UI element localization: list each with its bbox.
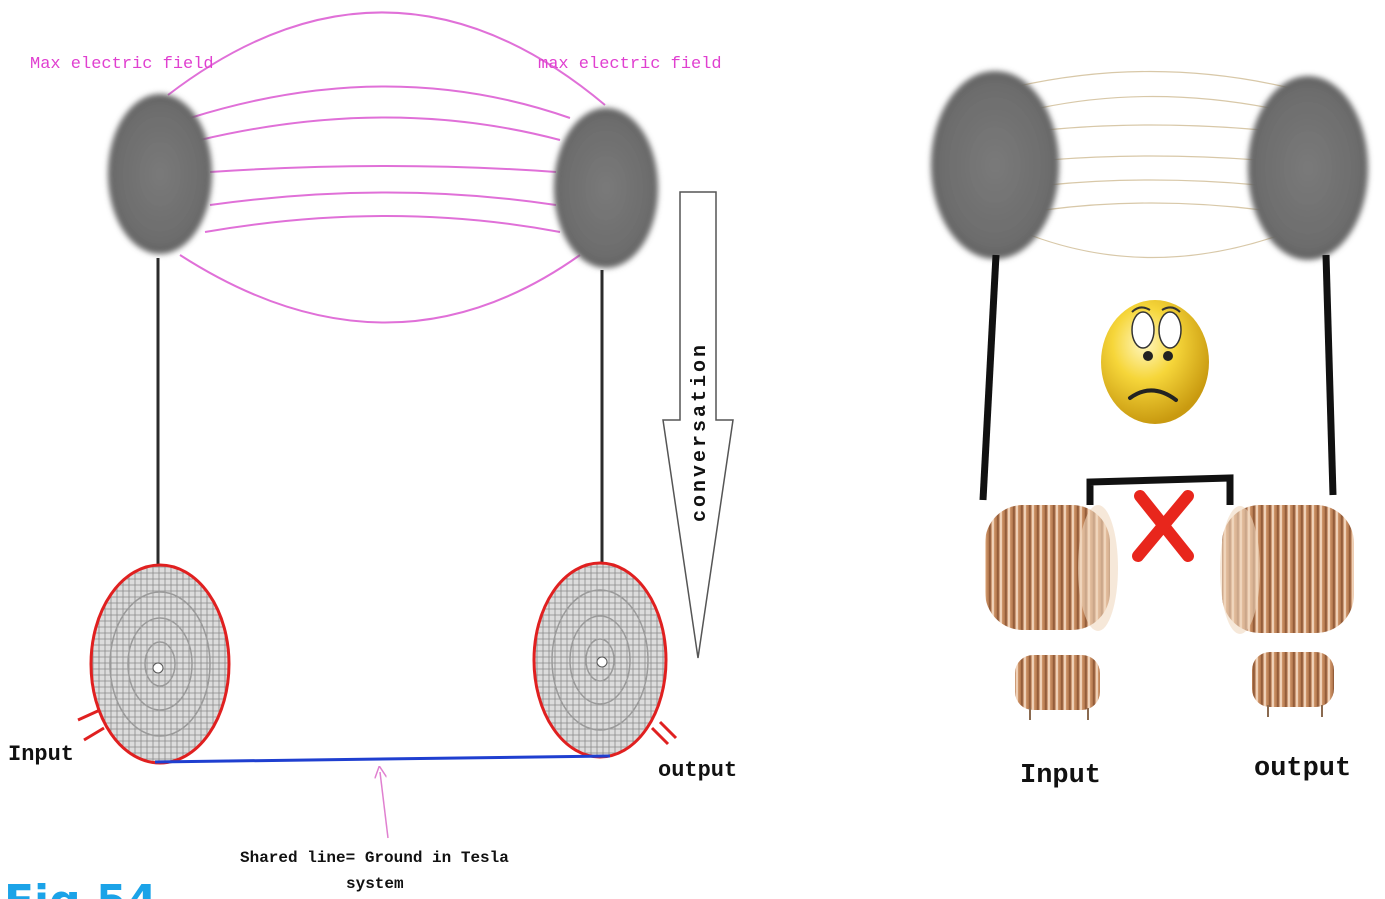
bridge-bar [1086, 474, 1234, 505]
right-left-wire [979, 254, 1000, 501]
left-diagram: Max electric field max electric field co… [4, 11, 737, 899]
shared-line-pointer [380, 772, 389, 839]
shared-ground-line [154, 754, 611, 764]
output-copper-coil [1220, 505, 1354, 634]
faint-field-lines [1009, 70, 1291, 259]
left-output-label: output [658, 758, 737, 783]
electric-field-lines [167, 11, 606, 324]
field-line [209, 165, 557, 173]
input-small-coil [1015, 655, 1100, 720]
left-input-label: Input [8, 742, 74, 767]
field-line [167, 11, 606, 106]
right-right-wire [1322, 254, 1337, 496]
input-copper-coil [985, 505, 1118, 631]
right-right-sphere [1248, 76, 1368, 260]
red-x-icon [1132, 490, 1194, 562]
sad-smiley-icon [1101, 300, 1209, 424]
output-small-coil [1252, 652, 1334, 717]
input-terminal [77, 708, 105, 742]
field-line [179, 254, 581, 324]
right-spiral-coil [532, 561, 668, 759]
right-sphere [554, 108, 658, 268]
conversation-arrow [662, 191, 734, 659]
left-sphere [108, 94, 212, 254]
field-line [204, 215, 561, 233]
shared-line-caption: Shared line= Ground in Tesla [240, 849, 509, 867]
field-line [209, 191, 557, 206]
left-spiral-coil [89, 563, 231, 765]
figure-label: Fig 54 [4, 876, 157, 899]
field-line [189, 85, 571, 119]
right-input-label: Input [1020, 761, 1101, 791]
conversation-label: conversation [689, 342, 712, 522]
output-terminal [650, 720, 678, 746]
right-left-sphere [931, 71, 1059, 259]
max-field-label-right: max electric field [538, 55, 722, 74]
shared-line-caption-2: system [346, 875, 404, 893]
field-line [199, 116, 561, 141]
right-diagram: Input output [931, 70, 1368, 791]
right-output-label: output [1254, 754, 1351, 784]
max-field-label-left: Max electric field [30, 55, 214, 74]
